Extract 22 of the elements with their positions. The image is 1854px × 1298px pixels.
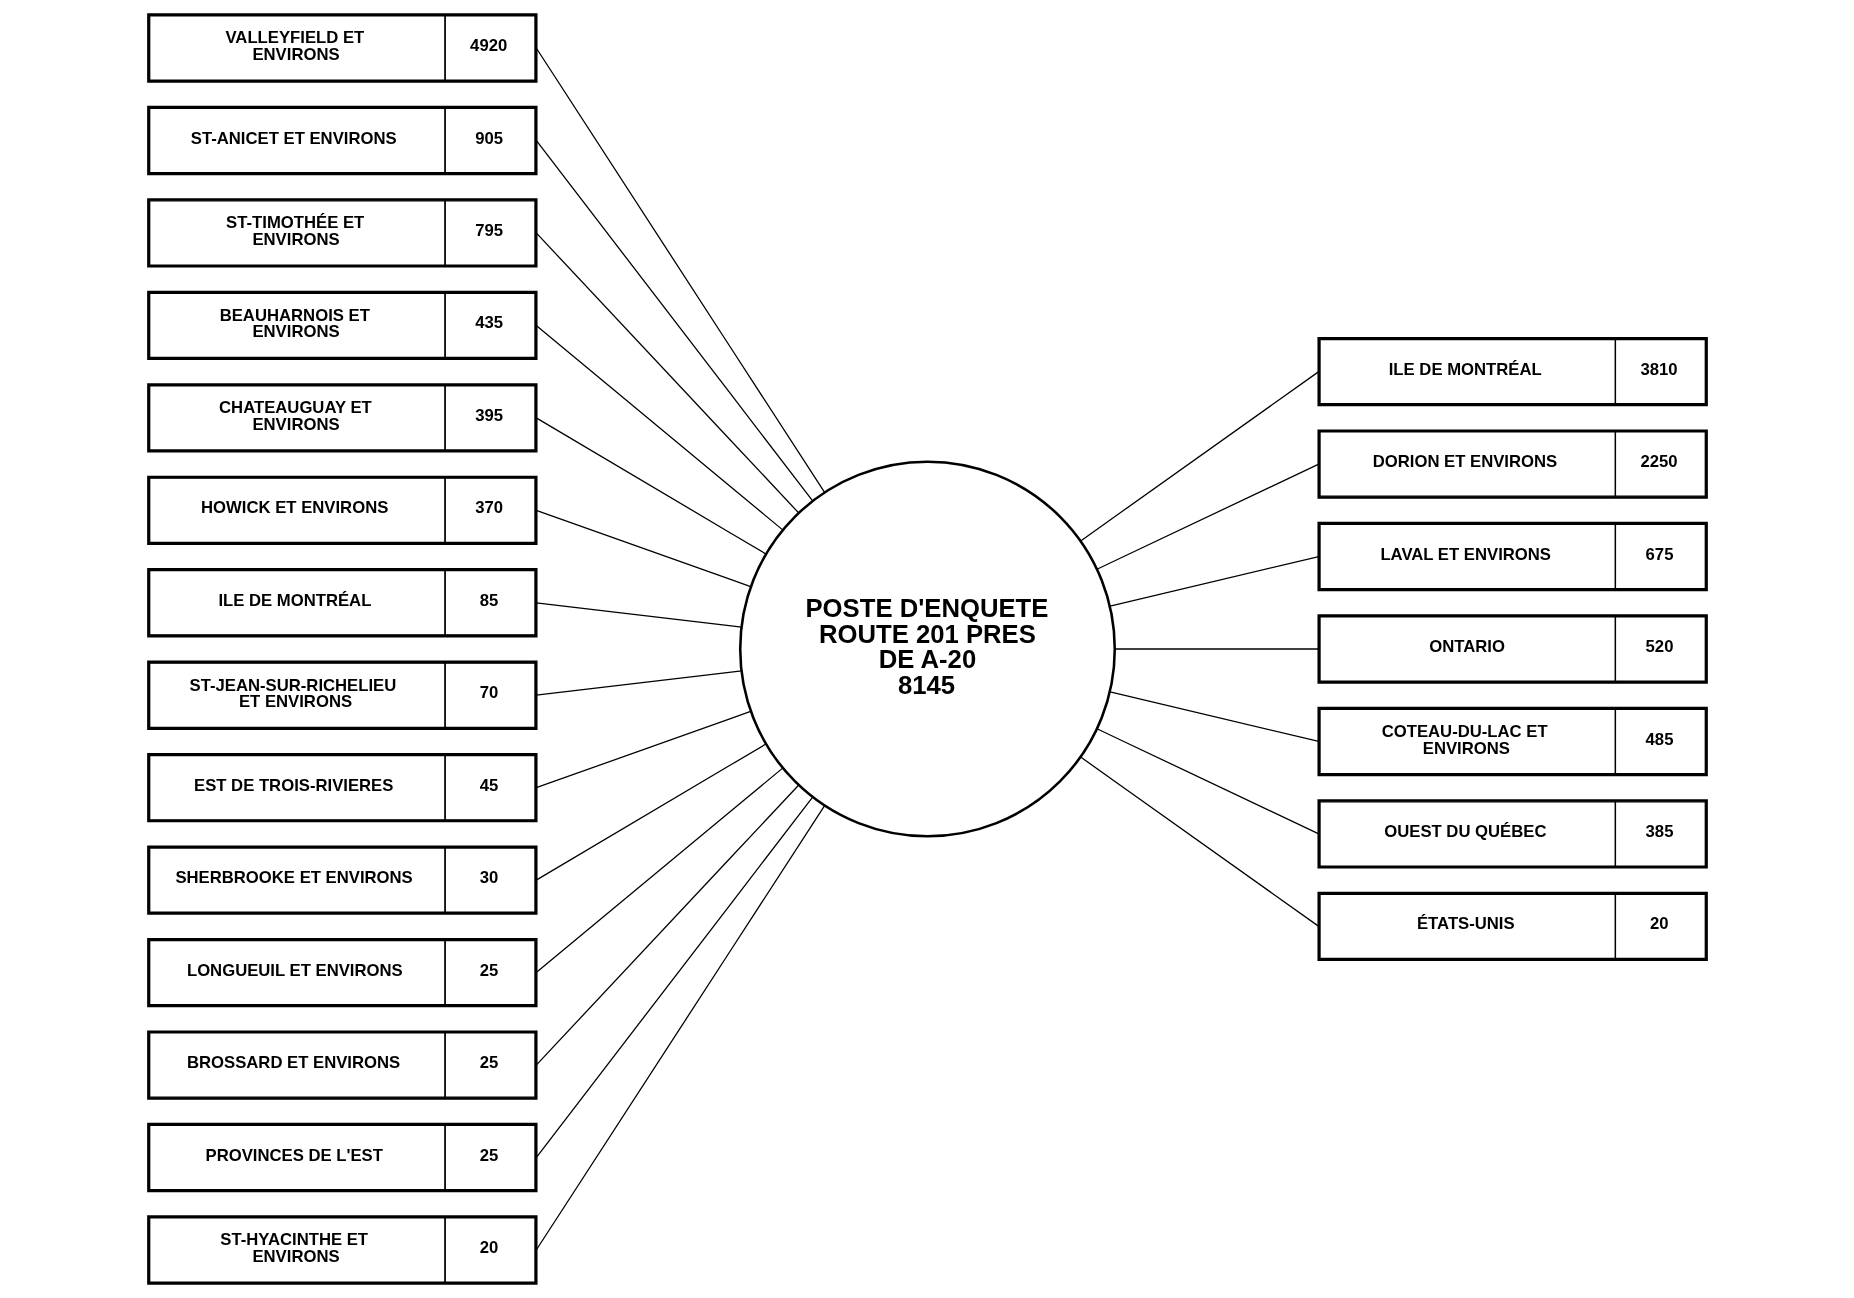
connector (535, 670, 742, 696)
connector (1113, 648, 1319, 650)
connector (1095, 728, 1319, 835)
connector (535, 743, 767, 881)
connector (535, 804, 825, 1251)
node-circle: POSTE D'ENQUETE ROUTE 201 PRES DE A-20 8145 (738, 460, 1116, 838)
connector (535, 232, 799, 514)
connector (1079, 756, 1319, 928)
connector (535, 139, 813, 502)
connector (1079, 370, 1319, 542)
connector (535, 767, 783, 974)
connector (535, 710, 751, 789)
connector (1095, 463, 1319, 570)
connector (535, 324, 783, 531)
connector (535, 796, 813, 1159)
connector (1108, 555, 1319, 607)
connector (535, 602, 742, 628)
connector (1108, 691, 1319, 743)
connector (535, 509, 751, 588)
connector (535, 47, 825, 494)
connector (535, 417, 767, 555)
connector (535, 784, 799, 1066)
